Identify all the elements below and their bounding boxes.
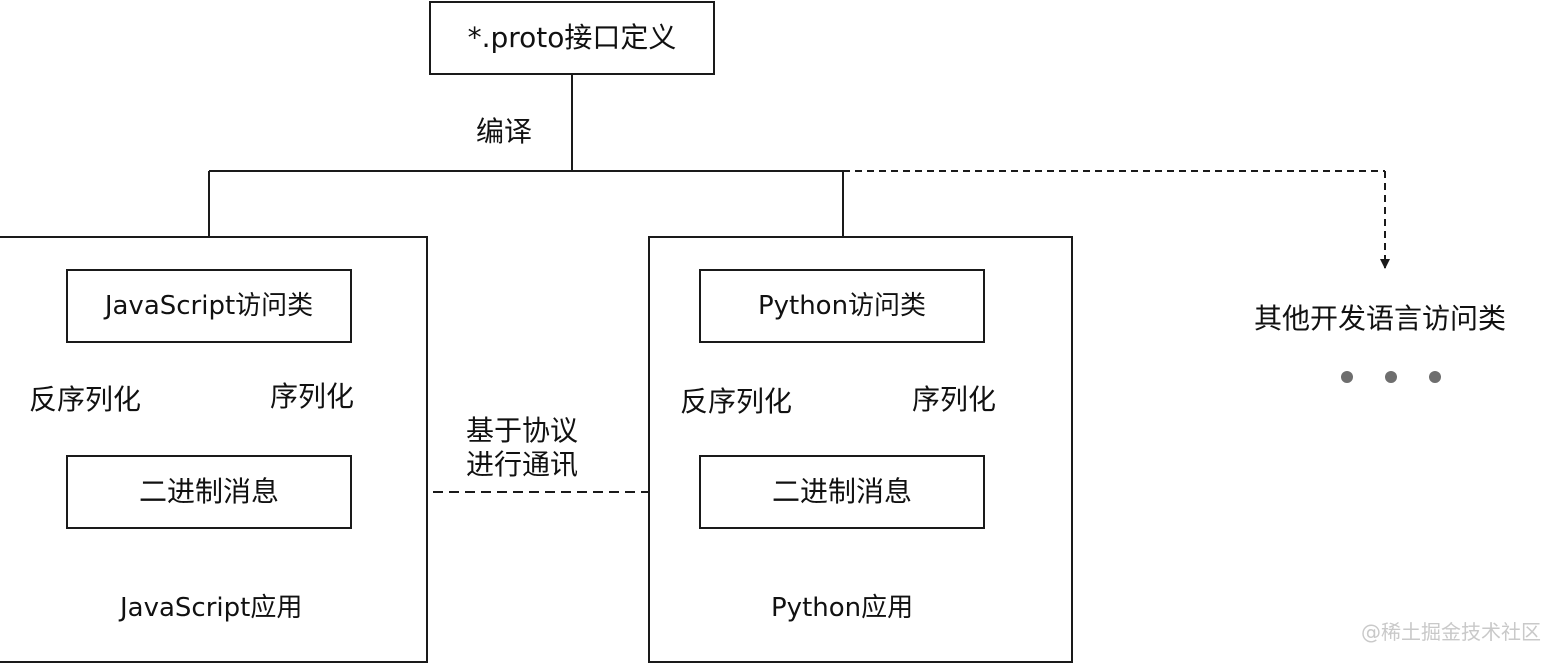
py-deserialize-label: 反序列化 [680,385,793,418]
python-access-class-label: Python访问类 [757,291,927,321]
proto-definition-box: *.proto接口定义 [429,1,715,75]
protocol-communication-line1: 基于协议 [466,414,579,447]
protocol-communication-line2: 进行通讯 [466,447,579,481]
ellipsis-dot [1341,371,1353,383]
proto-definition-label: *.proto接口定义 [467,21,677,54]
protocol-communication-label: 基于协议 进行通讯 [466,414,578,481]
js-deserialize-label: 反序列化 [29,383,142,416]
python-access-class-box: Python访问类 [699,269,985,343]
python-binary-message-box: 二进制消息 [699,455,985,529]
javascript-app-label: JavaScript应用 [120,593,303,623]
javascript-access-class-box: JavaScript访问类 [66,269,352,343]
python-app-label: Python应用 [771,593,914,623]
javascript-access-class-label: JavaScript访问类 [104,291,314,321]
javascript-binary-message-label: 二进制消息 [138,475,279,508]
ellipsis-dot [1429,371,1441,383]
javascript-binary-message-box: 二进制消息 [66,455,352,529]
js-serialize-label: 序列化 [270,380,355,413]
python-binary-message-label: 二进制消息 [771,475,912,508]
watermark-text: @稀土掘金技术社区 [1361,620,1541,644]
ellipsis-dot [1385,371,1397,383]
py-serialize-label: 序列化 [912,383,997,416]
other-languages-label: 其他开发语言访问类 [1254,302,1507,335]
compile-label: 编译 [476,115,533,148]
